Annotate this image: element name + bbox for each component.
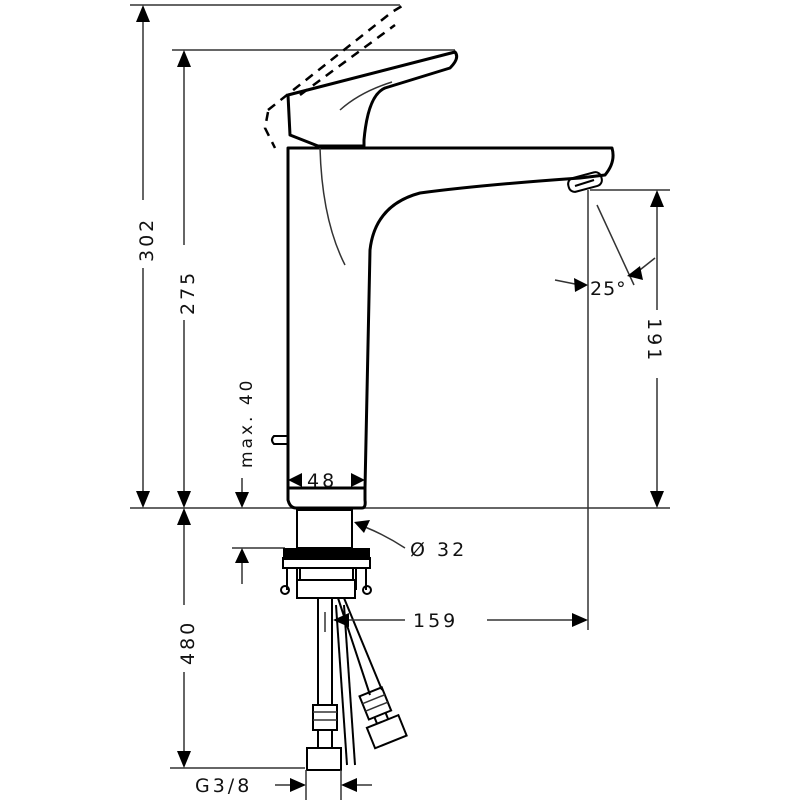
faucet-body	[263, 4, 615, 771]
dim-outlet-height: 191	[643, 318, 665, 363]
dim-shank-diameter: Ø 32	[410, 539, 467, 561]
dim-max-counter: max. 40	[237, 378, 257, 468]
dimension-lines	[136, 5, 664, 800]
dim-body-width: 48	[307, 470, 337, 492]
dim-spout-height: 275	[177, 270, 199, 315]
dim-hose-length: 480	[177, 620, 199, 665]
dim-projection: 159	[413, 610, 458, 632]
reference-lines	[130, 4, 670, 769]
dimension-labels: 302 275 191 25° max. 40 48 Ø 32 159 480 …	[136, 217, 665, 797]
dim-spray-angle: 25°	[590, 278, 627, 300]
dim-hose-connection: G3/8	[195, 775, 252, 797]
dim-total-height: 302	[136, 217, 158, 262]
